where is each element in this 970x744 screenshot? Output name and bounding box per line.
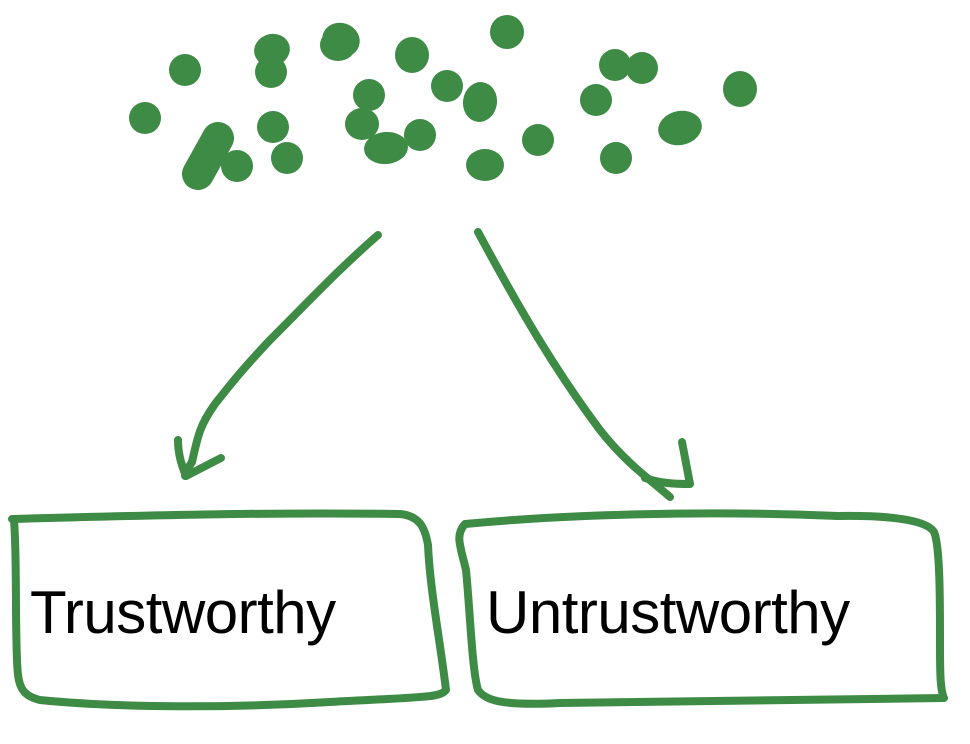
source-item-dot — [257, 111, 289, 143]
trustworthy-box-outline — [8, 509, 450, 711]
untrustworthy-box: Untrustworthy — [486, 583, 850, 643]
source-item-dot — [345, 108, 379, 140]
source-item-dot — [404, 119, 436, 151]
source-item-dot — [129, 102, 161, 134]
trustworthy-box: Trustworthy — [30, 583, 336, 643]
arrow-to-untrustworthy — [474, 228, 694, 501]
source-item-dot — [658, 110, 702, 146]
source-item-dot — [462, 82, 498, 122]
arrowhead-right — [641, 438, 694, 488]
source-item-dot — [353, 79, 385, 111]
source-item-dot — [221, 150, 253, 182]
source-item-dot — [254, 33, 290, 67]
source-item-dot — [600, 142, 632, 174]
source-item-dot — [466, 149, 504, 181]
source-item-dot — [723, 71, 757, 107]
source-item-dot — [431, 70, 463, 102]
source-item-dot — [271, 142, 303, 174]
source-item-dot — [169, 54, 201, 86]
source-item-dot — [626, 52, 658, 84]
arrow-to-trustworthy — [174, 231, 382, 480]
arrow-shaft-right — [474, 228, 674, 501]
source-item-dot — [522, 124, 554, 156]
source-item-dot — [364, 131, 408, 165]
source-item-dot — [580, 84, 612, 116]
source-item-dot — [255, 56, 287, 88]
untrustworthy-box-outline — [455, 509, 948, 708]
source-item-dot — [490, 15, 524, 49]
arrow-shaft-left — [188, 231, 382, 466]
source-item-dot — [599, 49, 631, 81]
source-item-cloud — [129, 15, 757, 190]
arrowhead-left — [174, 436, 225, 480]
source-item-dot — [182, 122, 234, 190]
trustworthy-label: Trustworthy — [30, 579, 336, 646]
source-item-dot — [320, 29, 356, 61]
untrustworthy-label: Untrustworthy — [486, 579, 850, 646]
source-item-dot — [395, 37, 429, 73]
